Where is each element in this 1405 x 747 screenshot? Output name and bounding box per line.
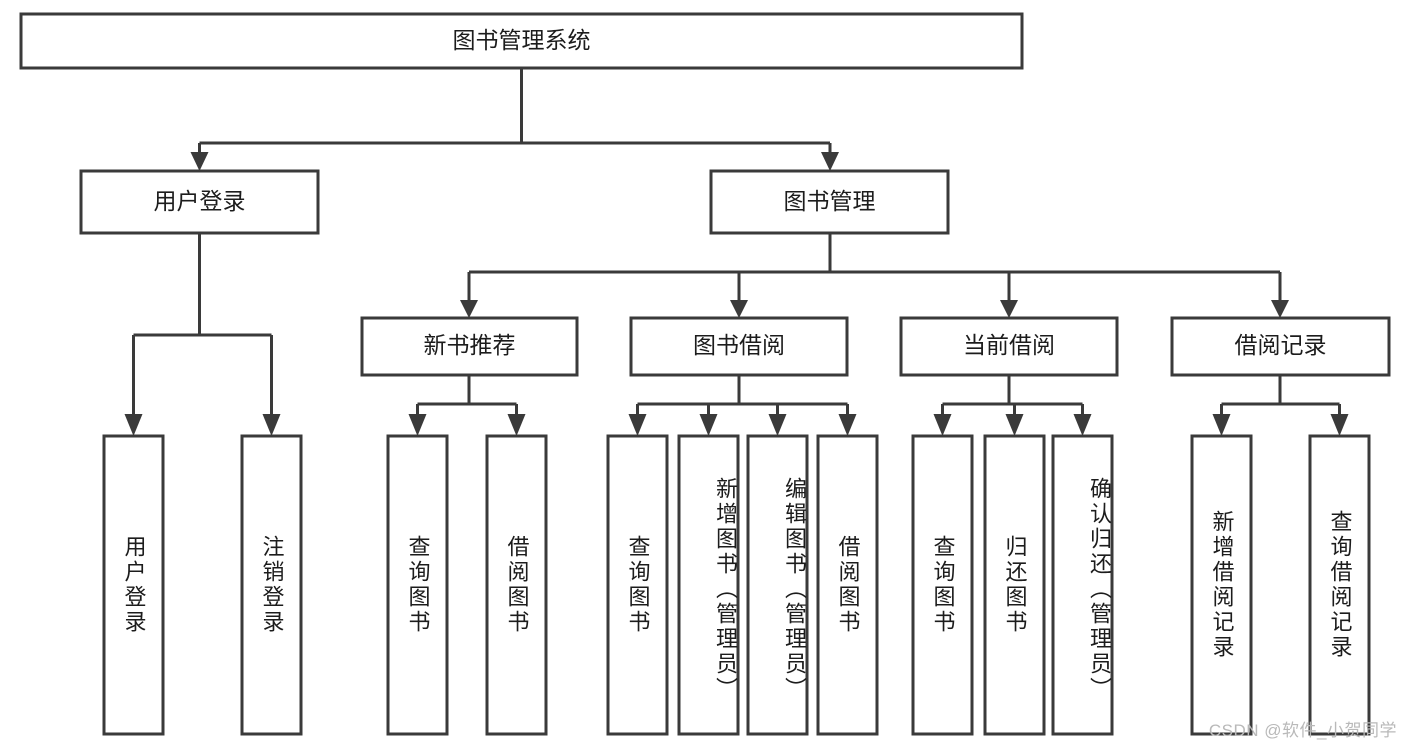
node-borrow-record-box <box>1170 316 1391 377</box>
node-root[interactable]: 图书管理系统 <box>19 12 1024 70</box>
node-new-book-recommend[interactable]: 新书推荐 <box>360 316 579 377</box>
leaf-box-query-book-current[interactable] <box>911 434 974 736</box>
arrowhead-root-to-book-manage <box>821 152 839 171</box>
leaf-box-return-book[interactable] <box>983 434 1046 736</box>
leaf-box-query-borrow-record[interactable] <box>1308 434 1371 736</box>
node-borrow-record-label: 借阅记录 <box>1235 332 1327 358</box>
arrowhead-current-leaf3 <box>1073 414 1092 436</box>
connector-group-root <box>190 68 839 171</box>
arrowhead-current-leaf1 <box>933 414 952 436</box>
leaf-box-add-borrow-record[interactable] <box>1190 434 1253 736</box>
node-current-borrow-box <box>899 316 1119 377</box>
arrowhead-record-leaf1 <box>1212 414 1231 436</box>
arrowhead-borrow-leaf2 <box>699 414 718 436</box>
node-book-borrow-box <box>629 316 849 377</box>
node-book-manage-label: 图书管理 <box>784 188 876 214</box>
arrowhead-borrow-leaf4 <box>838 414 857 436</box>
node-borrow-record[interactable]: 借阅记录 <box>1170 316 1391 377</box>
arrowhead-to-borrow-record <box>1271 300 1289 318</box>
connector-group-borrow-record <box>1212 375 1349 436</box>
node-new-book-recommend-label: 新书推荐 <box>424 332 516 358</box>
arrowhead-recommend-leaf1 <box>408 414 427 436</box>
arrowhead-current-leaf2 <box>1005 414 1024 436</box>
leaf-box-borrow-book-recommend[interactable] <box>485 434 548 736</box>
leaf-box-borrow-book[interactable] <box>816 434 879 736</box>
leaf-box-confirm-return[interactable] <box>1051 434 1114 736</box>
node-root-box <box>19 12 1024 70</box>
connector-group-current-borrow <box>933 375 1092 436</box>
connector-group-book-borrow <box>628 375 857 436</box>
node-book-manage[interactable]: 图书管理 <box>709 169 950 235</box>
leaf-box-query-book-borrow[interactable] <box>606 434 669 736</box>
leaf-box-edit-book[interactable] <box>746 434 809 736</box>
node-user-login-label: 用户登录 <box>154 188 246 214</box>
arrowhead-record-leaf2 <box>1330 414 1349 436</box>
arrowhead-to-current-borrow <box>1000 300 1018 318</box>
node-current-borrow-label: 当前借阅 <box>963 332 1055 358</box>
arrowhead-user-login-leaf2 <box>262 414 281 436</box>
arrowhead-borrow-leaf3 <box>768 414 787 436</box>
leaf-box-query-book-recommend[interactable] <box>386 434 449 736</box>
node-book-borrow[interactable]: 图书借阅 <box>629 316 849 377</box>
node-book-borrow-label: 图书借阅 <box>693 332 785 358</box>
node-book-manage-box <box>709 169 950 235</box>
leaf-box-logout-login[interactable] <box>240 434 303 736</box>
connector-group-user-login <box>124 233 281 436</box>
arrowhead-borrow-leaf1 <box>628 414 647 436</box>
connector-group-book-manage <box>460 233 1289 318</box>
arrowhead-user-login-leaf1 <box>124 414 143 436</box>
leaf-boxes <box>102 434 1371 736</box>
arrowhead-root-to-user-login <box>190 152 209 171</box>
leaf-box-add-book[interactable] <box>677 434 740 736</box>
node-user-login[interactable]: 用户登录 <box>79 169 320 235</box>
leaf-box-user-login[interactable] <box>102 434 165 736</box>
node-user-login-box <box>79 169 320 235</box>
connector-group-new-book-recommend <box>408 375 526 436</box>
node-root-label: 图书管理系统 <box>453 27 591 53</box>
arrowhead-recommend-leaf2 <box>507 414 526 436</box>
arrowhead-to-new-book-recommend <box>460 300 478 318</box>
csdn-watermark: CSDN @软件_小贺同学 <box>1208 721 1397 740</box>
node-current-borrow[interactable]: 当前借阅 <box>899 316 1119 377</box>
node-new-book-recommend-box <box>360 316 579 377</box>
arrowhead-to-book-borrow <box>730 300 748 318</box>
